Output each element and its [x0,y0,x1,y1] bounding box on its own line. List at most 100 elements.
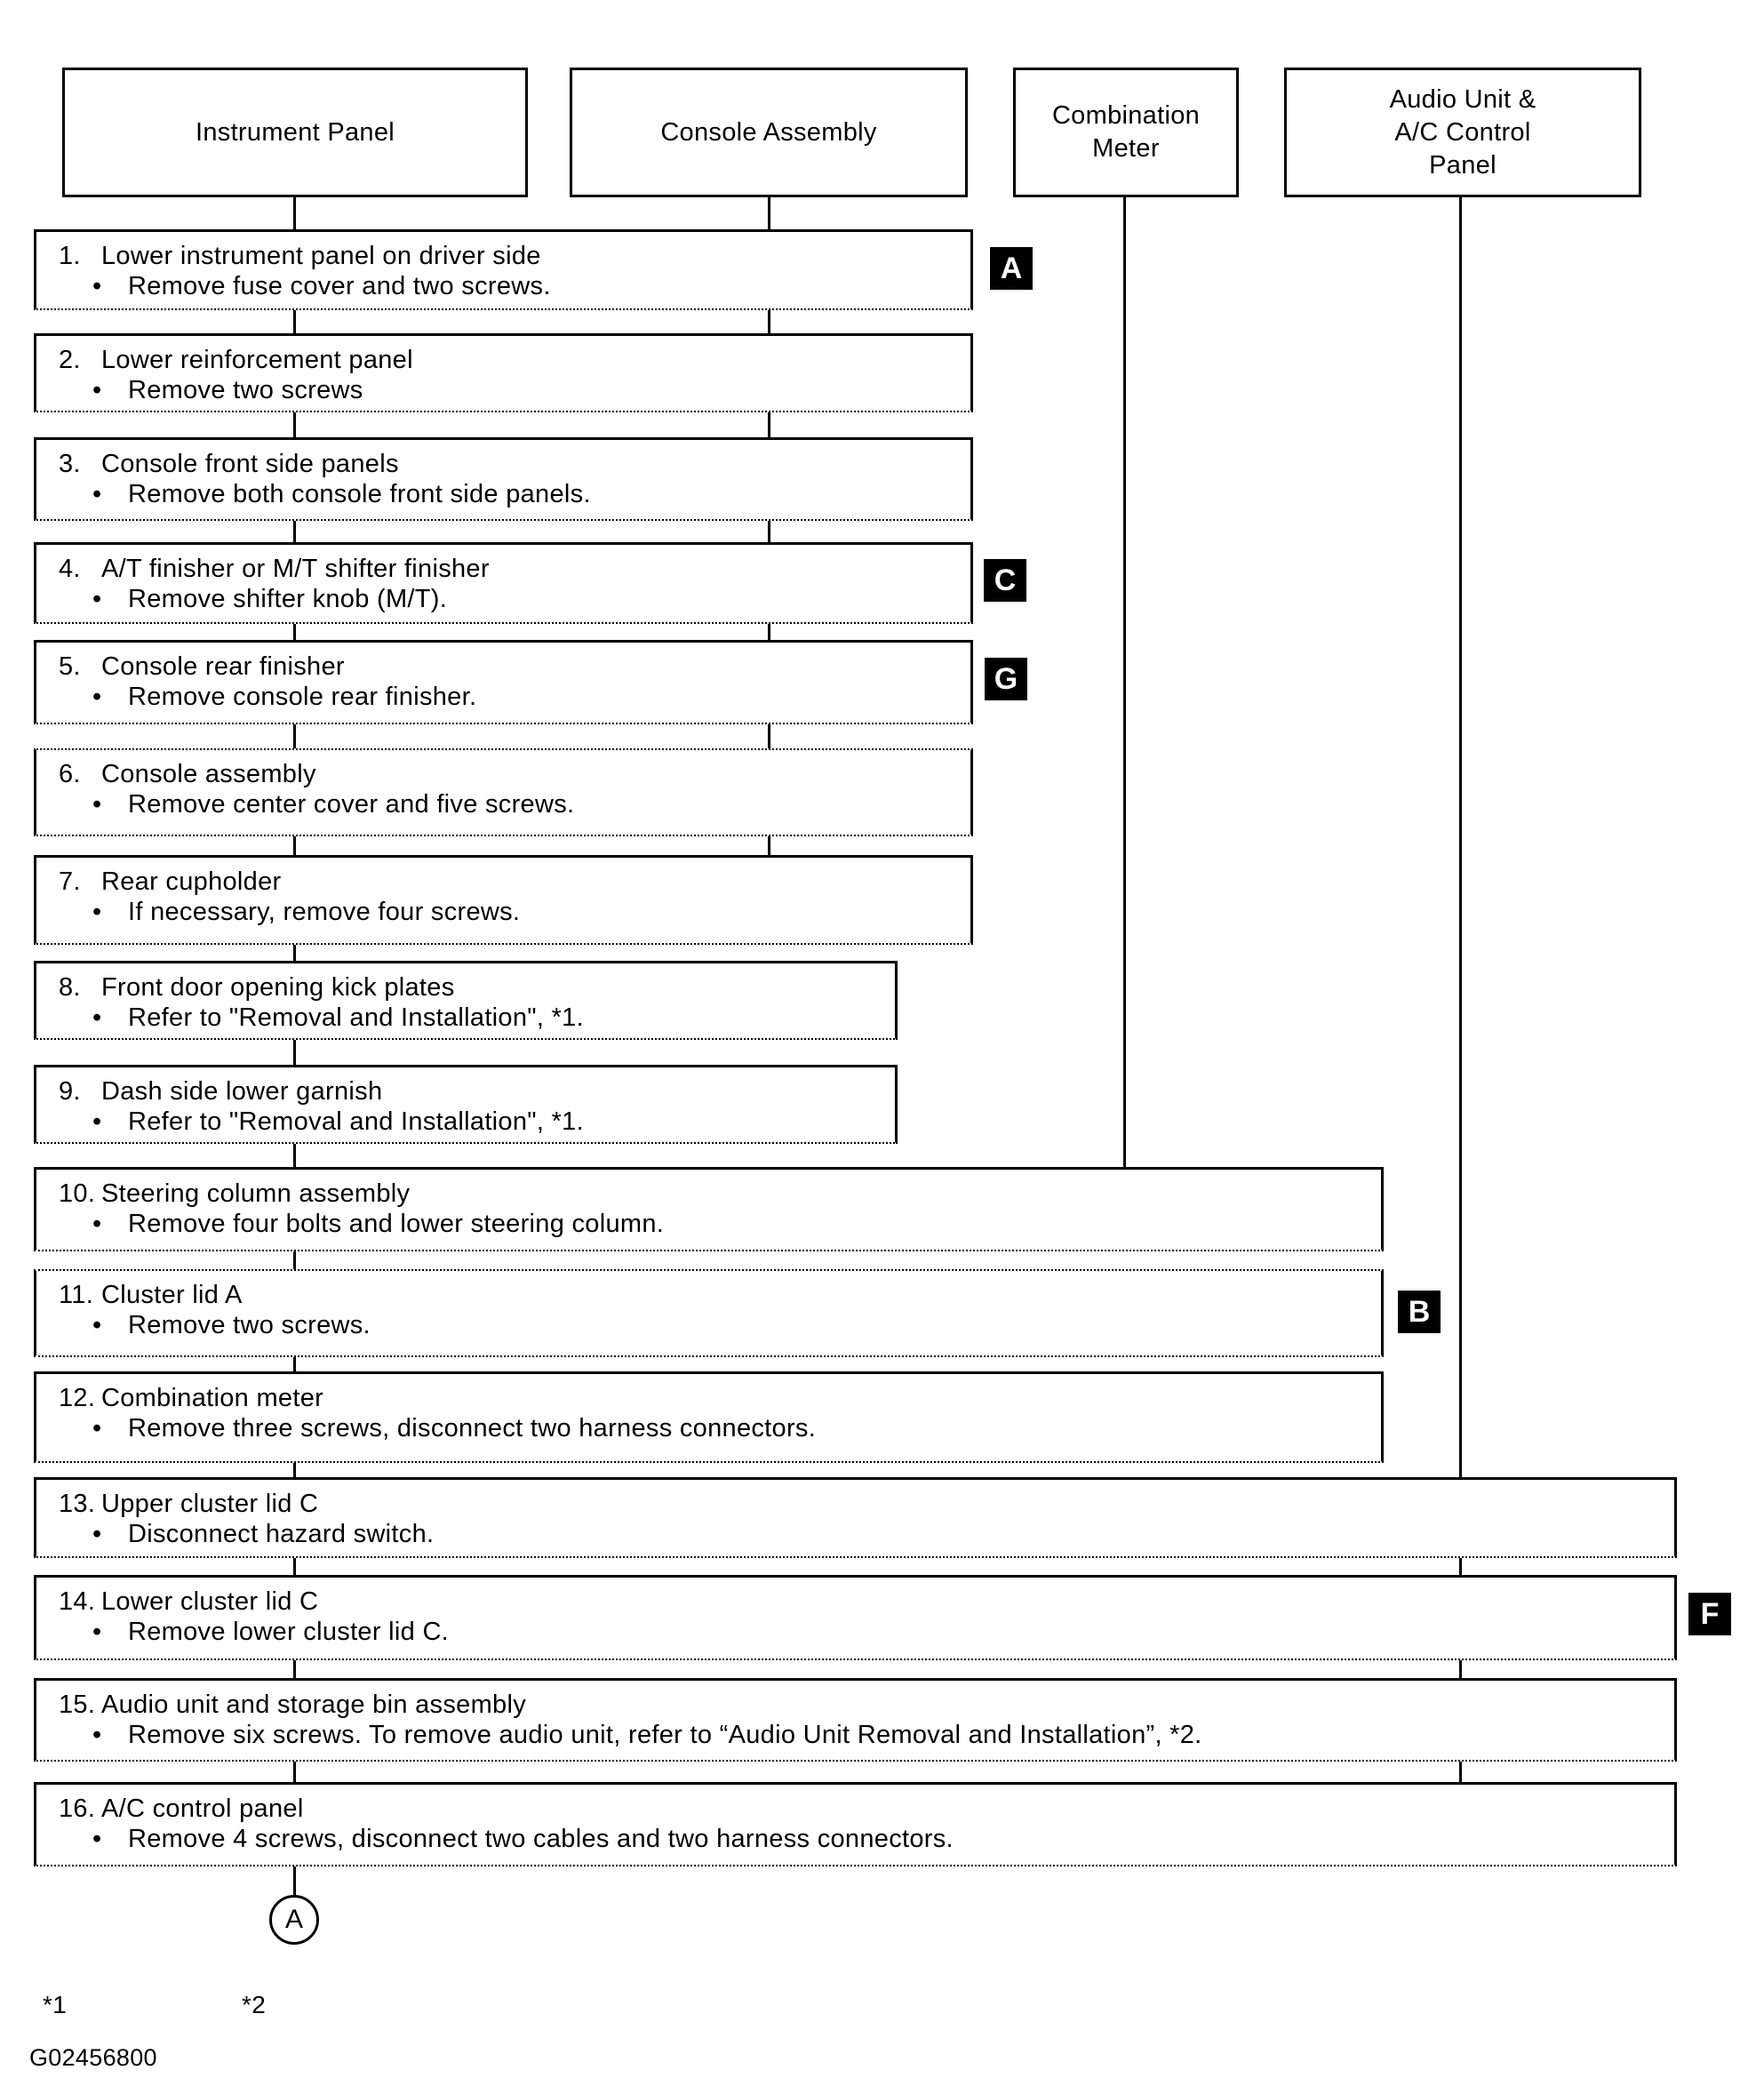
step-number: 14. [59,1587,96,1616]
step-7: 7. Rear cupholder • If necessary, remove f… [34,855,973,945]
step-title: Rear cupholder [101,867,282,896]
step-detail: Refer to "Removal and Installation", *1. [128,1003,584,1032]
section-marker-b: B [1398,1291,1441,1333]
step-title: Front door opening kick plates [101,973,455,1002]
step-detail: Remove center cover and five screws. [128,790,575,819]
step-13: 13.Upper cluster lid C • Disconnect hazar… [34,1477,1677,1558]
step-number: 5. [59,652,81,681]
section-marker-f: F [1688,1593,1731,1635]
step-number: 4. [59,555,81,583]
step-title: Audio unit and storage bin assembly [101,1690,527,1719]
step-number: 11. [59,1281,94,1309]
bullet-icon: • [92,683,102,711]
bullet-icon: • [92,1414,102,1443]
step-title: Dash side lower garnish [101,1077,383,1106]
step-12: 12.Combination meter • Remove three screw… [34,1371,1384,1463]
step-number: 1. [59,242,81,270]
connector-circle-a: A [269,1895,319,1945]
step-16: 16.A/C control panel • Remove 4 screws, d… [34,1782,1677,1866]
bullet-icon: • [92,898,102,926]
step-title: Lower cluster lid C [101,1587,319,1616]
step-detail: If necessary, remove four screws. [128,898,521,926]
header-label: Audio Unit & [1389,84,1537,114]
step-detail: Remove two screws. [128,1311,371,1339]
step-detail: Remove six screws. To remove audio unit,… [128,1721,1202,1749]
section-marker-a: A [990,247,1033,290]
step-title: Lower reinforcement panel [101,346,413,374]
bullet-icon: • [92,1210,102,1238]
section-marker-c: C [984,559,1026,602]
step-number: 2. [59,346,81,374]
step-1: 1.Lower instrument panel on driver side … [34,229,973,310]
step-number: 3. [59,450,81,478]
step-number: 12. [59,1384,96,1412]
connector-line-instrument-panel [293,197,296,1897]
bullet-icon: • [92,376,102,404]
bullet-icon: • [92,1003,102,1032]
header-combination-meter: Combination Meter [1013,68,1239,197]
step-14: 14.Lower cluster lid C • Remove lower clu… [34,1575,1677,1660]
step-title: Steering column assembly [101,1179,411,1208]
step-number: 6. [59,760,81,788]
step-detail: Remove lower cluster lid C. [128,1618,450,1646]
header-audio-ac-panel: Audio Unit & A/C Control Panel [1284,68,1641,197]
bullet-icon: • [92,1520,102,1548]
step-title: Cluster lid A [101,1281,243,1309]
footnote-2: *2 [242,1991,267,2018]
bullet-icon: • [92,480,102,508]
step-detail: Remove 4 screws, disconnect two cables a… [128,1825,954,1853]
step-detail: Remove two screws [128,376,363,404]
step-4: 4. A/T finisher or M/T shifter finisher •… [34,542,973,624]
step-number: 7. [59,867,81,896]
step-detail: Disconnect hazard switch. [128,1520,435,1548]
bullet-icon: • [92,272,102,300]
section-marker-g: G [985,658,1027,700]
step-2: 2. Lower reinforcement panel • Remove two … [34,333,973,412]
step-detail: Remove shifter knob (M/T). [128,585,448,613]
bullet-icon: • [92,1721,102,1749]
header-label: Panel [1429,150,1497,180]
step-detail: Remove three screws, disconnect two harn… [128,1414,817,1443]
connector-line-combination-meter [1123,197,1126,1211]
step-11: 11.Cluster lid A • Remove two screws. [34,1269,1384,1357]
step-detail: Remove four bolts and lower steering col… [128,1210,665,1238]
header-label: Combination [1051,101,1201,130]
bullet-icon: • [92,790,102,819]
step-title: Console front side panels [101,450,399,478]
step-5: 5. Console rear finisher • Remove console … [34,640,973,724]
step-3: 3. Console front side panels • Remove both… [34,437,973,521]
step-10: 10.Steering column assembly • Remove four… [34,1167,1384,1251]
step-15: 15.Audio unit and storage bin assembly •… [34,1678,1677,1762]
step-number: 9. [59,1077,81,1106]
step-9: 9.Dash side lower garnish •Refer to "Rem… [34,1065,898,1144]
footnote-1: *1 [43,1991,68,2018]
step-title: Lower instrument panel on driver side [101,242,541,270]
bullet-icon: • [92,1618,102,1646]
step-title: Combination meter [101,1384,324,1412]
bullet-icon: • [92,1311,102,1339]
step-8: 8. Front door opening kick plates • Refer … [34,961,898,1040]
header-console-assembly: Console Assembly [570,68,968,197]
figure-id: G02456800 [29,2044,157,2071]
step-number: 13. [59,1490,96,1518]
step-detail: Refer to "Removal and Installation", *1. [128,1107,584,1136]
step-number: 16. [59,1794,96,1823]
header-label: Meter [1092,134,1160,163]
step-detail: Remove fuse cover and two screws. [128,272,551,300]
bullet-icon: • [92,585,102,613]
bullet-icon: • [92,1825,102,1853]
header-instrument-panel: Instrument Panel [62,68,528,197]
step-title: Upper cluster lid C [101,1490,319,1518]
step-number: 8. [59,973,81,1002]
step-title: A/C control panel [101,1794,304,1823]
step-title: A/T finisher or M/T shifter finisher [101,555,490,583]
connector-line-audio-ac [1459,197,1462,1824]
step-detail: Remove both console front side panels. [128,480,591,508]
step-number: 10. [59,1179,96,1208]
header-label: Instrument Panel [195,117,395,147]
step-title: Console rear finisher [101,652,345,681]
header-label: Console Assembly [660,117,877,147]
step-number: 15. [59,1690,96,1719]
step-detail: Remove console rear finisher. [128,683,477,711]
